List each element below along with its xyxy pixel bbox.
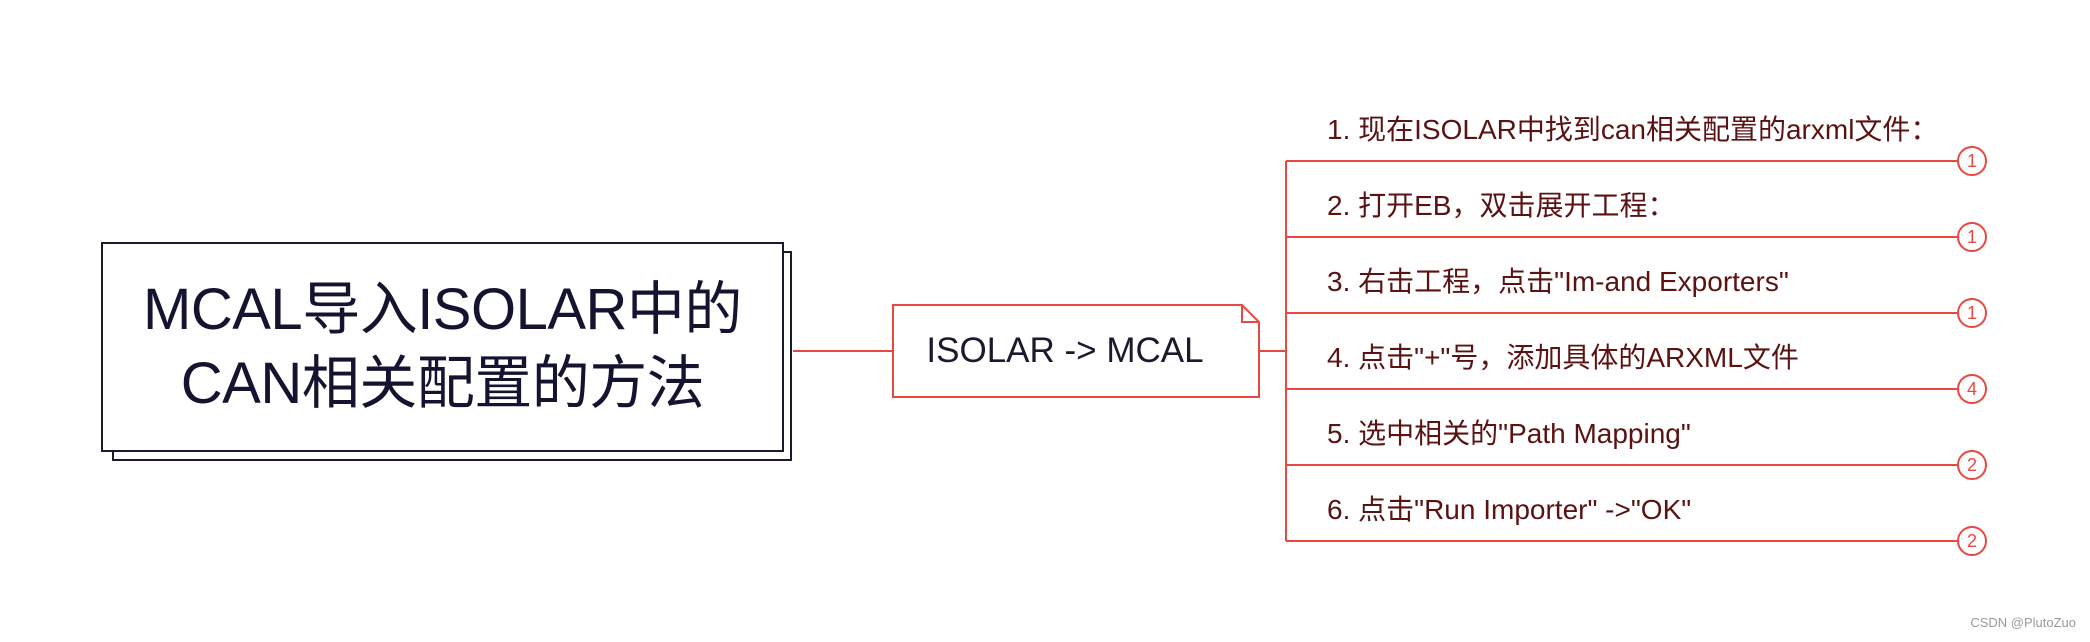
- count-value: 4: [1966, 378, 1977, 399]
- step-item-4[interactable]: 4. 点击"+"号，添加具体的ARXML文件: [1327, 340, 1799, 376]
- count-value: 1: [1966, 226, 1977, 247]
- step-item-3[interactable]: 3. 右击工程，点击"Im-and Exporters": [1327, 264, 1789, 300]
- step-2-count-badge[interactable]: 1: [1957, 222, 1987, 252]
- step-item-5[interactable]: 5. 选中相关的"Path Mapping": [1327, 416, 1691, 452]
- step-4-count-badge[interactable]: 4: [1957, 374, 1987, 404]
- step-label: 1. 现在ISOLAR中找到can相关配置的arxml文件：: [1327, 114, 1939, 145]
- root-title-line-2: CAN相关配置的方法: [180, 351, 705, 416]
- step-6-count-badge[interactable]: 2: [1957, 526, 1987, 556]
- step-label: 2. 打开EB，双击展开工程：: [1327, 190, 1676, 221]
- step-label: 3. 右击工程，点击"Im-and Exporters": [1327, 266, 1789, 297]
- count-value: 1: [1966, 150, 1977, 171]
- watermark: CSDN @PlutoZuo: [1970, 615, 2076, 630]
- step-item-1[interactable]: 1. 现在ISOLAR中找到can相关配置的arxml文件：: [1327, 112, 1938, 148]
- branch-node-outline: [892, 304, 1260, 398]
- step-1-count-badge[interactable]: 1: [1957, 146, 1987, 176]
- step-item-6[interactable]: 6. 点击"Run Importer" ->"OK": [1327, 492, 1691, 528]
- branch-label: ISOLAR -> MCAL: [926, 331, 1204, 370]
- count-value: 1: [1966, 302, 1977, 323]
- step-label: 4. 点击"+"号，添加具体的ARXML文件: [1327, 342, 1799, 373]
- step-item-2[interactable]: 2. 打开EB，双击展开工程：: [1327, 188, 1675, 224]
- step-label: 6. 点击"Run Importer" ->"OK": [1327, 494, 1692, 525]
- count-value: 2: [1966, 454, 1977, 475]
- root-title-line-1: MCAL导入ISOLAR中的: [143, 277, 742, 342]
- step-label: 5. 选中相关的"Path Mapping": [1327, 418, 1691, 449]
- step-5-count-badge[interactable]: 2: [1957, 450, 1987, 480]
- branch-node[interactable]: ISOLAR -> MCAL: [893, 305, 1259, 397]
- count-value: 2: [1966, 530, 1977, 551]
- root-node[interactable]: MCAL导入ISOLAR中的 CAN相关配置的方法: [101, 242, 784, 452]
- branch-node-fold: [1241, 305, 1259, 323]
- step-3-count-badge[interactable]: 1: [1957, 298, 1987, 328]
